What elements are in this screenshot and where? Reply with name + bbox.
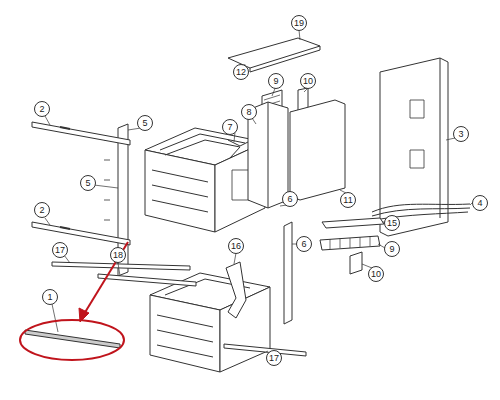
callout-number: 7	[222, 119, 238, 135]
callout-number: 2	[34, 101, 50, 117]
callout-number: 10	[300, 73, 316, 89]
callout-number: 18	[110, 247, 126, 263]
callout-number: 4	[472, 195, 488, 211]
callout-number: 12	[233, 64, 249, 80]
callout-number: 17	[266, 350, 282, 366]
callout-number: 10	[368, 266, 384, 282]
callout-number: 9	[384, 241, 400, 257]
callout-number: 9	[268, 73, 284, 89]
callout-number: 19	[291, 15, 307, 31]
callout-number: 11	[340, 192, 356, 208]
callout-number: 16	[228, 238, 244, 254]
callout-number: 8	[241, 104, 257, 120]
callout-number: 2	[34, 202, 50, 218]
callout-number: 6	[296, 236, 312, 252]
callout-number: 3	[453, 126, 469, 142]
callout-number: 1	[42, 289, 58, 305]
callout-number: 17	[52, 242, 68, 258]
callout-number: 5	[80, 175, 96, 191]
callout-number: 15	[384, 215, 400, 231]
callout-number: 5	[137, 115, 153, 131]
callout-number: 6	[282, 191, 298, 207]
